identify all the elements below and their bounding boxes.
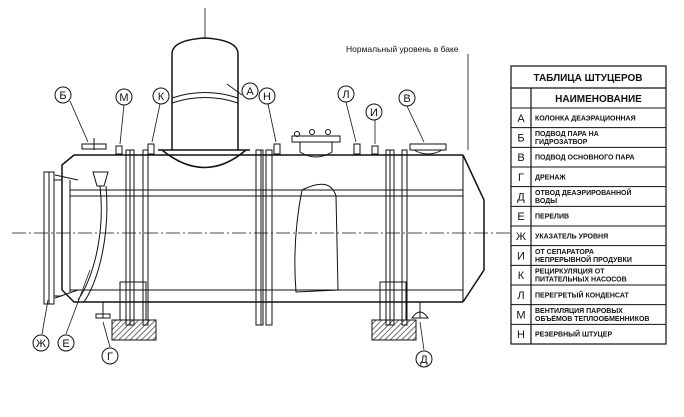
nozzle-l (353, 143, 361, 155)
table-row-desc: ПИТАТЕЛЬНЫХ НАСОСОВ (535, 277, 627, 284)
overflow-pipe (77, 171, 109, 303)
support-post-middle (255, 149, 273, 326)
support-post-right (379, 149, 408, 326)
callout-circle-m (115, 88, 133, 106)
support-post-left (119, 149, 149, 326)
foundations (111, 319, 417, 341)
callout-circle-zh (32, 334, 50, 352)
callout-circle-l (337, 85, 355, 103)
table-row-key: К (518, 270, 525, 282)
callout-d: Д (420, 354, 428, 366)
callout-circle-n (258, 87, 276, 105)
table-row-desc: ПОДВОД ОСНОВНОГО ПАРА (535, 155, 635, 162)
table-row-desc: ПЕРЕГРЕТЫЙ КОНДЕНСАТ (535, 290, 630, 299)
nozzle-k (147, 143, 155, 155)
table-row-key: Л (517, 290, 524, 302)
table-header: НАИМЕНОВАНИЕ (555, 94, 642, 105)
callout-e: Е (62, 338, 69, 350)
table-row-key: Б (517, 133, 524, 145)
foundation-left (111, 319, 157, 341)
table-row-key: Е (517, 211, 524, 223)
callout-circle-g (101, 347, 119, 365)
table-row-desc: ОТ СЕПАРАТОРА (535, 249, 594, 256)
table-row-key: Ж (516, 231, 526, 243)
callout-n: Н (263, 91, 271, 103)
callout-b: Б (59, 90, 66, 102)
table-row-desc: ОТВОД ДЕАЭРИРОВАННОЙ (535, 188, 631, 197)
nozzle-b (81, 138, 107, 150)
table-row-key: В (517, 152, 524, 164)
callout-k: К (158, 91, 165, 103)
tank-shell (61, 154, 485, 303)
callout-circle-d (415, 350, 433, 368)
table-row-desc: ДРЕНАЖ (535, 174, 566, 181)
table-row-desc: КОЛОНКА ДЕАЭРАЦИОННАЯ (535, 115, 636, 122)
table-row-desc: РЕЦИРКУЛЯЦИЯ ОТ (535, 269, 605, 276)
table-row-key: М (516, 310, 525, 322)
callout-zh: Ж (36, 338, 46, 350)
drain-nozzle (95, 302, 111, 319)
table-row-desc: НЕПРЕРЫВНОЙ ПРОДУВКИ (535, 255, 632, 264)
table-row-desc: ГИДРОЗАТВОР (535, 139, 588, 146)
table-row-desc: ОБЪЁМОВ ТЕПЛООБМЕННИКОВ (535, 315, 649, 323)
table-row-key: Г (518, 172, 524, 184)
nozzle-v (409, 143, 447, 155)
table-row-desc: ПЕРЕЛИВ (535, 214, 569, 221)
nozzle-m (115, 145, 123, 155)
table-row-desc: ПОДВОД ПАРА НА (535, 131, 599, 138)
nozzle-n (273, 143, 281, 155)
table-title: ТАБЛИЦА ШТУЦЕРОВ (533, 73, 642, 84)
nozzle-i (371, 145, 379, 155)
deaeration-column (158, 37, 250, 169)
callout-circle-e (57, 334, 75, 352)
foundation-right (371, 319, 417, 341)
table-row-key: И (517, 251, 525, 263)
nozzle-table: ТАБЛИЦА ШТУЦЕРОВ (510, 65, 667, 345)
callout-l: Л (342, 89, 349, 101)
callout-circle-b (54, 86, 72, 104)
table-row-desc: ВЕНТИЛЯЦИЯ ПАРОВЫХ (535, 308, 623, 315)
manhole-cutaway (294, 183, 339, 293)
callout-circle-a (241, 82, 259, 100)
outlet-nozzle (411, 302, 429, 319)
table-row-desc: ВОДЫ (535, 198, 557, 205)
table-row-key: Д (517, 192, 525, 204)
table-row-desc: РЕЗЕРВНЫЙ ШТУЦЕР (535, 330, 612, 339)
callout-i: И (370, 107, 378, 119)
callout-circle-k (152, 87, 170, 105)
level-gauge (43, 171, 79, 305)
callout-v: В (403, 93, 410, 105)
callout-circle-v (398, 89, 416, 107)
table-row-key: Н (517, 329, 525, 341)
callout-g: Г (107, 351, 113, 363)
callout-m: М (119, 92, 128, 104)
normal-level-note: Нормальный уровень в баке (346, 44, 459, 54)
table-row-desc: УКАЗАТЕЛЬ УРОВНЯ (535, 233, 608, 240)
callout-circle-i (365, 103, 383, 121)
callout-a: А (246, 86, 254, 98)
manhole-flange (291, 129, 341, 158)
table-row-key: А (517, 113, 525, 125)
